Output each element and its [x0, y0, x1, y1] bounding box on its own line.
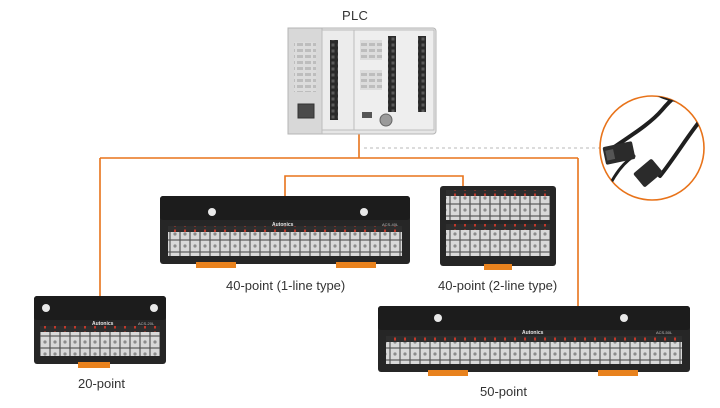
cable-zoom-inset [599, 95, 705, 201]
terminal-40-point-2line-label: 40-point (2-line type) [438, 278, 558, 293]
ethernet-port [297, 103, 315, 119]
terminal-block-40-point-2line [440, 186, 556, 270]
mounting-hole [208, 208, 216, 216]
brand-mark: Autonics [522, 330, 544, 336]
mounting-hole [434, 314, 442, 322]
plc-unit [287, 27, 437, 135]
terminal-20-point-label: 20-point [78, 376, 125, 391]
terminal-50-point-label: 50-point [480, 384, 527, 399]
brand-mark: Autonics [92, 321, 114, 327]
mounting-hole [42, 304, 50, 312]
terminal-block-50-point: Autonics ACS-50L [378, 306, 690, 376]
mounting-hole [150, 304, 158, 312]
terminal-block-20-point: Autonics ACS-20L [34, 296, 166, 368]
terminal-40-point-1line-label: 40-point (1-line type) [226, 278, 346, 293]
wire-to-40-point-1line [284, 175, 464, 196]
mounting-hole [620, 314, 628, 322]
mounting-hole [360, 208, 368, 216]
brand-mark: Autonics [272, 222, 294, 228]
terminal-block-40-point-1line: Autonics ACS-40L [160, 196, 410, 268]
model-mark: ACS-50L [656, 330, 673, 335]
plc-connector-port [379, 113, 393, 127]
plc-label: PLC [342, 8, 369, 23]
connection-wires [99, 132, 579, 306]
model-mark: ACS-20L [138, 321, 155, 326]
model-mark: ACS-40L [382, 222, 399, 227]
